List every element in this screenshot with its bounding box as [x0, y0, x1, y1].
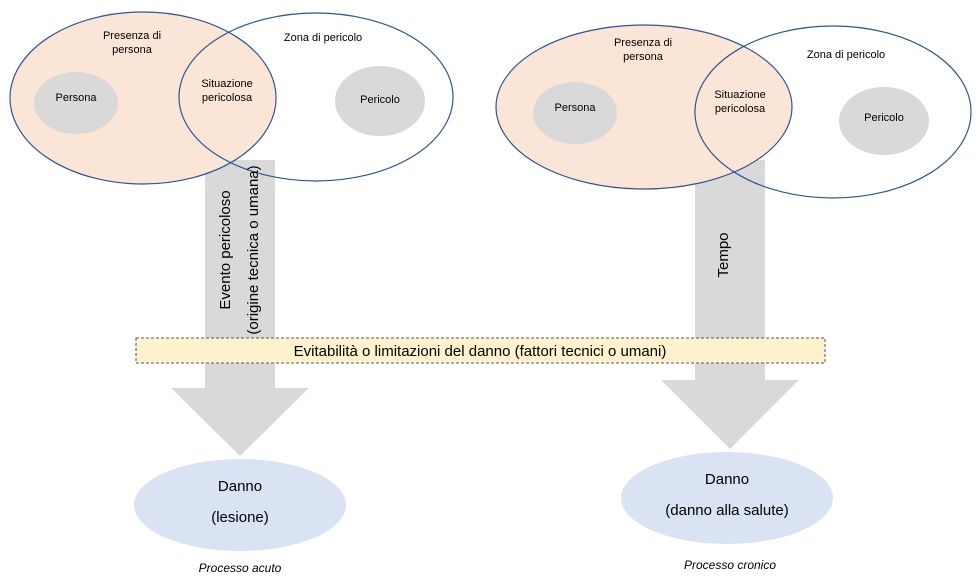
left-hazard-label: Pericolo: [360, 94, 400, 106]
left-damage-ellipse: [134, 459, 346, 551]
left-presence-label-line1: Presenza di: [103, 30, 161, 42]
left-presence-label-line2: persona: [112, 44, 153, 56]
right-situation-label-line2: pericolosa: [715, 103, 766, 115]
right-presence-ellipse: [495, 24, 793, 190]
left-zone-ellipse: [178, 12, 454, 182]
right-person-label: Persona: [555, 102, 597, 114]
right-situation-label-line1: Situazione: [714, 89, 765, 101]
left-person-blob: [34, 72, 118, 134]
right-presence-label-line2: persona: [623, 51, 664, 63]
left-arrow-label-line1: Evento pericoloso: [217, 190, 234, 309]
right-arrow-head: [661, 380, 799, 449]
band-label: Evitabilità o limitazioni del danno (fat…: [294, 343, 667, 360]
left-process: Presenza di persona Zona di pericolo Per…: [9, 11, 454, 575]
left-caption: Processo acuto: [199, 561, 282, 575]
left-hazard-blob: [335, 66, 425, 136]
right-damage-label-line2: (danno alla salute): [665, 502, 788, 519]
right-damage-ellipse: [621, 452, 833, 544]
right-presence-label-line1: Presenza di: [614, 37, 672, 49]
right-person-blob: [533, 82, 617, 144]
left-presence-ellipse: [9, 11, 277, 185]
left-zone-label: Zona di pericolo: [284, 32, 362, 44]
right-zone-label: Zona di pericolo: [807, 49, 885, 61]
right-arrow-label: Tempo: [715, 232, 732, 277]
right-zone-ellipse: [694, 25, 972, 199]
left-situation-label-line1: Situazione: [201, 78, 252, 90]
right-hazard-blob: [839, 87, 929, 155]
band-box: [135, 337, 826, 364]
avoidability-band: Evitabilità o limitazioni del danno (fat…: [135, 337, 826, 364]
left-arrow-label-line2: (origine tecnica o umana): [245, 165, 262, 334]
right-damage-label-line1: Danno: [705, 471, 749, 488]
left-person-label: Persona: [56, 92, 98, 104]
right-hazard-label: Pericolo: [864, 112, 904, 124]
left-arrow-head: [171, 388, 309, 456]
right-process: Presenza di persona Zona di pericolo Per…: [495, 24, 972, 572]
left-situation-label-line2: pericolosa: [202, 92, 253, 104]
left-damage-label-line1: Danno: [218, 478, 262, 495]
right-caption: Processo cronico: [684, 558, 776, 572]
left-damage-label-line2: (lesione): [211, 509, 269, 526]
